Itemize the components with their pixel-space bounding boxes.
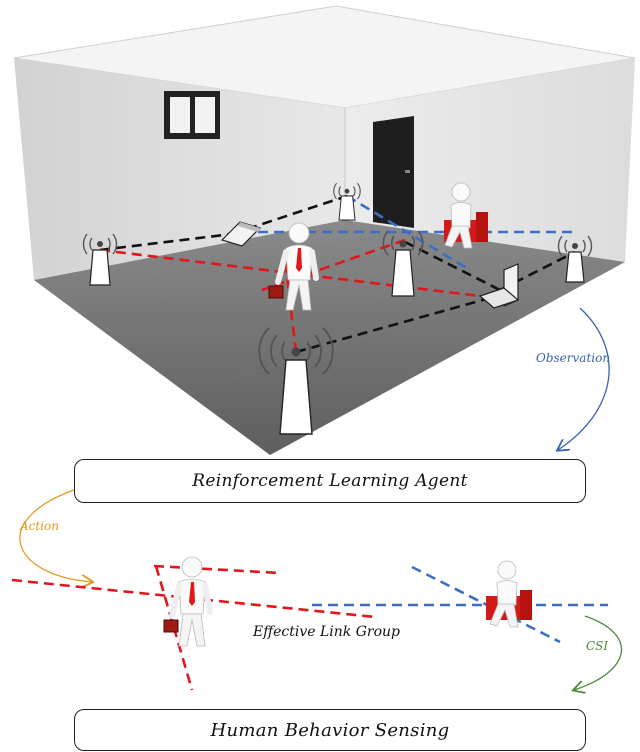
- right-wall: [345, 58, 635, 262]
- router-icon: [258, 327, 334, 435]
- reinforcement-learning-agent-box: Reinforcement Learning Agent: [74, 459, 586, 503]
- sensing-label: Human Behavior Sensing: [210, 719, 450, 741]
- room: [13, 5, 636, 455]
- door-icon: [373, 116, 414, 228]
- router-icon: [82, 233, 118, 286]
- left-wall: [14, 58, 345, 280]
- human-behavior-sensing-box: Human Behavior Sensing: [74, 709, 586, 751]
- person-walking-icon: [163, 556, 213, 647]
- person-sitting-icon: [444, 182, 488, 249]
- person-walking-icon: [268, 222, 319, 311]
- router-icon: [557, 235, 593, 283]
- window-icon: [164, 91, 220, 139]
- csi-arrow: [574, 615, 623, 690]
- briefcase-icon: [163, 619, 179, 633]
- laptop-icon: [220, 221, 262, 247]
- laptop-icon: [478, 263, 520, 309]
- action-arrow: [19, 489, 92, 582]
- observation-label: Observation: [536, 351, 611, 365]
- agent-label: Reinforcement Learning Agent: [192, 471, 468, 491]
- effective-link-group-label: Effective Link Group: [253, 624, 401, 640]
- csi-label: CSI: [586, 639, 609, 653]
- person-sitting-icon: [486, 560, 532, 628]
- router-icon: [333, 182, 361, 221]
- observation-arrow: [558, 307, 610, 450]
- briefcase-icon: [268, 285, 284, 299]
- router-icon: [382, 230, 424, 297]
- action-label: Action: [20, 519, 59, 533]
